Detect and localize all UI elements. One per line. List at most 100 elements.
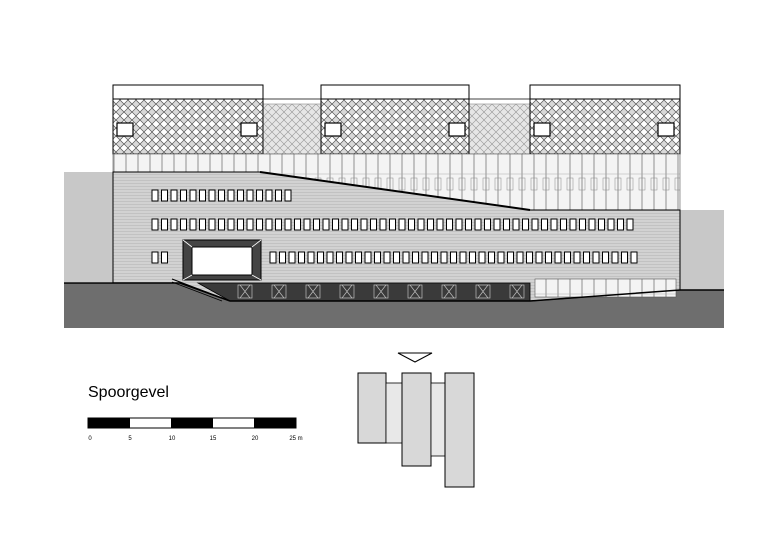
window bbox=[421, 251, 429, 264]
background-left-mass bbox=[64, 172, 114, 282]
window bbox=[355, 251, 362, 264]
window-rows bbox=[151, 189, 638, 264]
window bbox=[531, 218, 539, 231]
window bbox=[351, 218, 358, 231]
basement-panel bbox=[407, 284, 423, 299]
window bbox=[218, 189, 225, 202]
window bbox=[161, 251, 168, 264]
window bbox=[317, 251, 324, 264]
window bbox=[170, 189, 178, 202]
window bbox=[370, 218, 377, 231]
window bbox=[161, 189, 168, 202]
window bbox=[151, 189, 159, 202]
window bbox=[345, 251, 353, 264]
basement-panel bbox=[373, 284, 389, 299]
window bbox=[199, 189, 206, 202]
basement-panel bbox=[237, 284, 253, 299]
window bbox=[417, 218, 425, 231]
window bbox=[180, 189, 187, 202]
window bbox=[303, 218, 311, 231]
scale-tick-label: 20 bbox=[251, 436, 259, 442]
window bbox=[535, 251, 543, 264]
window bbox=[393, 251, 400, 264]
window bbox=[564, 251, 571, 264]
window bbox=[621, 251, 628, 264]
scale-tick-label: 10 bbox=[168, 436, 176, 442]
window bbox=[512, 218, 520, 231]
window bbox=[554, 251, 562, 264]
window bbox=[151, 218, 159, 231]
window bbox=[408, 218, 415, 231]
window bbox=[541, 218, 548, 231]
window bbox=[522, 218, 529, 231]
basement-panel bbox=[475, 284, 491, 299]
ground-line bbox=[64, 282, 724, 302]
window bbox=[626, 218, 634, 231]
window bbox=[469, 251, 476, 264]
window bbox=[569, 218, 577, 231]
window bbox=[336, 251, 343, 264]
key-plan bbox=[357, 372, 475, 488]
window bbox=[478, 251, 486, 264]
window bbox=[560, 218, 567, 231]
window bbox=[288, 251, 296, 264]
window bbox=[493, 218, 501, 231]
window bbox=[436, 218, 444, 231]
basement-panel bbox=[339, 284, 355, 299]
window bbox=[607, 218, 615, 231]
window bbox=[269, 251, 277, 264]
window bbox=[189, 189, 197, 202]
window bbox=[189, 218, 197, 231]
window bbox=[360, 218, 368, 231]
window bbox=[151, 251, 159, 264]
ground-section bbox=[64, 283, 724, 328]
window bbox=[180, 218, 187, 231]
window bbox=[573, 251, 581, 264]
window bbox=[313, 218, 320, 231]
scale-bar bbox=[87, 417, 297, 429]
background-right-mass bbox=[680, 210, 724, 290]
window bbox=[602, 251, 609, 264]
window bbox=[227, 218, 235, 231]
window bbox=[516, 251, 524, 264]
window bbox=[617, 218, 624, 231]
basement-panel bbox=[305, 284, 321, 299]
window bbox=[450, 251, 457, 264]
window bbox=[503, 218, 510, 231]
window bbox=[611, 251, 619, 264]
window bbox=[588, 218, 596, 231]
window bbox=[265, 218, 273, 231]
window bbox=[294, 218, 301, 231]
window bbox=[227, 189, 235, 202]
window bbox=[284, 189, 292, 202]
window bbox=[484, 218, 491, 231]
window bbox=[161, 218, 168, 231]
window bbox=[364, 251, 372, 264]
window bbox=[284, 218, 292, 231]
window bbox=[412, 251, 419, 264]
window bbox=[199, 218, 206, 231]
window bbox=[275, 189, 282, 202]
window bbox=[326, 251, 334, 264]
window bbox=[431, 251, 438, 264]
basement-panel bbox=[441, 284, 457, 299]
window bbox=[208, 189, 216, 202]
window bbox=[488, 251, 495, 264]
window bbox=[322, 218, 330, 231]
scale-tick-label: 15 bbox=[209, 436, 217, 442]
lower-glazing bbox=[534, 278, 677, 298]
basement-panel bbox=[271, 284, 287, 299]
window bbox=[398, 218, 406, 231]
window bbox=[497, 251, 505, 264]
window bbox=[170, 218, 178, 231]
window bbox=[550, 218, 558, 231]
window bbox=[265, 189, 273, 202]
upper-towers bbox=[112, 84, 681, 155]
window bbox=[374, 251, 381, 264]
scale-tick-label: 25 m bbox=[289, 436, 303, 442]
entrance bbox=[182, 239, 262, 281]
window bbox=[383, 251, 391, 264]
window bbox=[218, 218, 225, 231]
window bbox=[256, 189, 263, 202]
